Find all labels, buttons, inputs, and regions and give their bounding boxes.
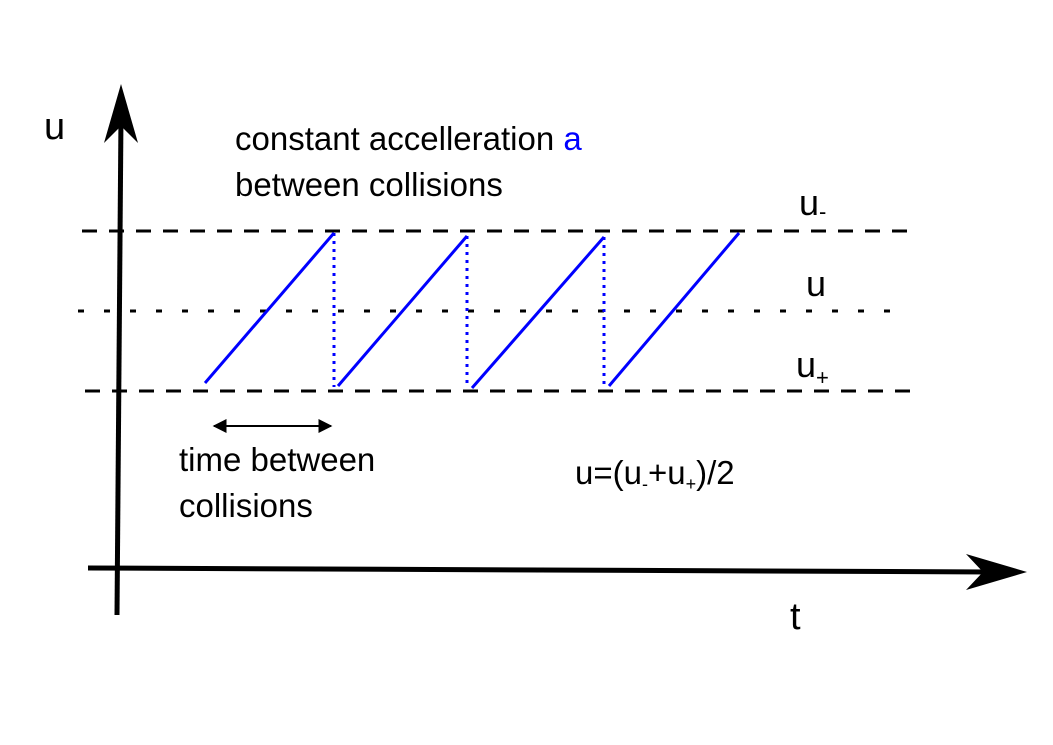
formula-plus: +u: [647, 454, 686, 491]
upper-level-subscript: -: [819, 199, 827, 224]
mean-level-label: u: [806, 263, 827, 304]
y-axis-arrow-icon: [104, 84, 138, 143]
formula-lhs: u=(u: [575, 454, 642, 491]
y-axis-label: u: [44, 106, 66, 148]
mean-formula: u=(u-+u+)/2: [575, 450, 735, 501]
lower-level-symbol: u: [796, 344, 817, 385]
x-axis-label: t: [790, 596, 801, 638]
acceleration-segment: [470, 236, 606, 389]
x-axis-arrow-icon: [966, 554, 1027, 590]
formula-rhs: )/2: [696, 454, 735, 491]
sawtooth-trace: [203, 232, 741, 389]
acceleration-segment: [607, 232, 741, 387]
lower-level-subscript: +: [816, 365, 829, 390]
acceleration-symbol: a: [563, 120, 582, 157]
x-axis: [87, 554, 1027, 590]
acceleration-caption-line2: between collisions: [235, 166, 503, 203]
acceleration-segment: [203, 232, 336, 384]
acceleration-caption: constant accelleration a between collisi…: [235, 116, 582, 208]
interval-caption-line1: time between: [179, 441, 376, 478]
lower-level-label: u+: [796, 344, 829, 389]
upper-level-label: u-: [799, 182, 827, 224]
formula-plus-subscript: +: [685, 474, 697, 494]
acceleration-caption-text: constant accelleration: [235, 120, 555, 157]
y-axis: [104, 84, 138, 616]
interval-caption-line2: collisions: [179, 487, 313, 524]
interval-caption: time between collisions: [179, 437, 375, 529]
formula-minus-subscript: -: [641, 474, 648, 494]
acceleration-segment: [336, 235, 469, 387]
upper-level-symbol: u: [799, 182, 820, 223]
